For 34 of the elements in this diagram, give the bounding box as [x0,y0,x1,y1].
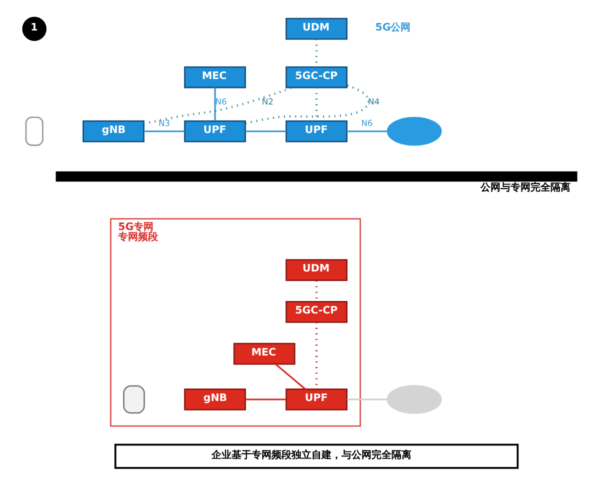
node-box [25,116,44,146]
node-cloud [386,385,442,414]
node-box: UPF [286,388,348,410]
edge-label: N4 [368,96,380,106]
node-box: 5GC-CP [286,66,348,88]
node-box: UPF [184,120,246,142]
edge-label: N2 [262,96,274,106]
connector [246,130,286,132]
edge-label: N6 [361,118,373,128]
edge-label: N6 [215,96,227,106]
node-box: 5GC-CP [286,301,348,323]
label: 5G公网 [375,22,411,34]
node-box: UDM [286,18,348,40]
connector [275,364,306,390]
connector [246,398,286,400]
edge-label: N3 [158,118,170,128]
connector [245,84,370,124]
connector [144,86,293,125]
connector [214,88,216,121]
connector [144,130,185,132]
node-circle: 1 [22,16,46,41]
node-box: MEC [233,342,296,365]
node-box: MEC [184,66,246,88]
node-box: UDM [286,259,348,281]
connector [347,398,388,400]
node-box: gNB [82,120,144,142]
node-cloud [386,116,442,146]
node-box [56,171,578,182]
node-box: 企业基于专网频段独立自建，与公网完全隔离 [114,444,519,469]
node-box: gNB [184,388,246,410]
node-box [123,385,145,414]
node-box: UPF [286,120,348,142]
node-label: 公网与专网完全隔离 [480,182,570,194]
connector [346,130,388,132]
